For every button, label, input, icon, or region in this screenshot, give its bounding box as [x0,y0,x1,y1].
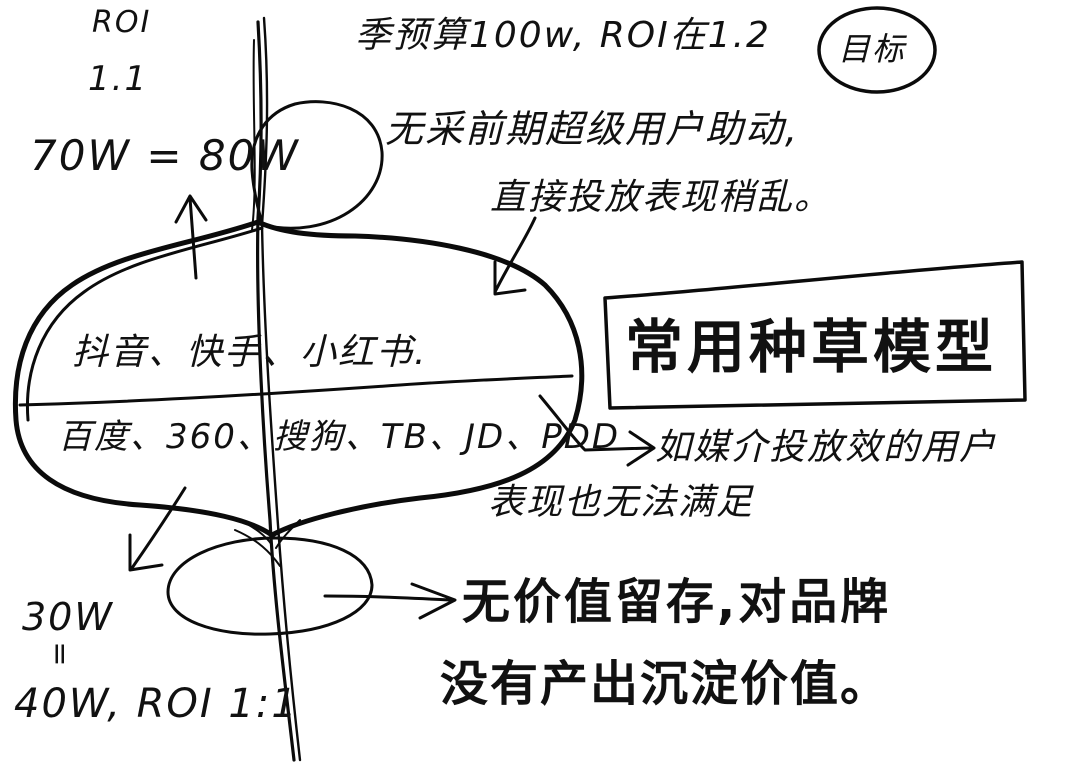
funnel-outline [12,219,585,538]
bottom-total: 40W, ROI 1:1 [14,681,299,727]
roi-value: 1.1 [88,59,149,99]
bottom-arrow [323,582,457,620]
lower-channels: 百度、360、搜狗、TB、JD、PDD [58,417,621,457]
budget-note: 季预算100w, ROI在1.2 [355,15,771,56]
bottom-equals: = [42,641,78,669]
bottom-amount: 30W [22,595,114,639]
spine-stroke-2 [260,16,302,762]
upper-note-line1: 无采前期超级用户助动, [385,107,800,151]
target-badge-label: 目标 [838,30,907,68]
model-box-title: 常用种草模型 [625,313,998,381]
budget-split: 70W = 80W [30,131,300,180]
upper-note-line2: 直接投放表现稍乱。 [490,177,833,218]
upper-channels: 抖音、快手、小红书. [72,332,428,373]
roi-label: ROI [92,5,152,40]
bottom-loop [166,536,374,636]
funnel-divider [18,374,574,407]
exit-arrow [128,486,187,572]
model-box-frame [603,260,1027,410]
funnel-outline-echo [25,226,264,422]
top-loop [250,100,384,230]
up-arrow [174,194,208,280]
side-arrow [538,394,656,467]
bottom-note-line1: 无价值留存,对品牌 [462,574,892,630]
side-note-line1: 如媒介投放效的用户 [655,427,998,468]
spine-stroke [256,20,296,762]
bottom-note-line2: 没有产出沉淀价值。 [440,656,891,712]
side-note-line2: 表现也无法满足 [488,482,755,523]
note-arrow [493,216,537,296]
neck-strands [234,519,301,567]
target-badge-circle [817,6,937,94]
